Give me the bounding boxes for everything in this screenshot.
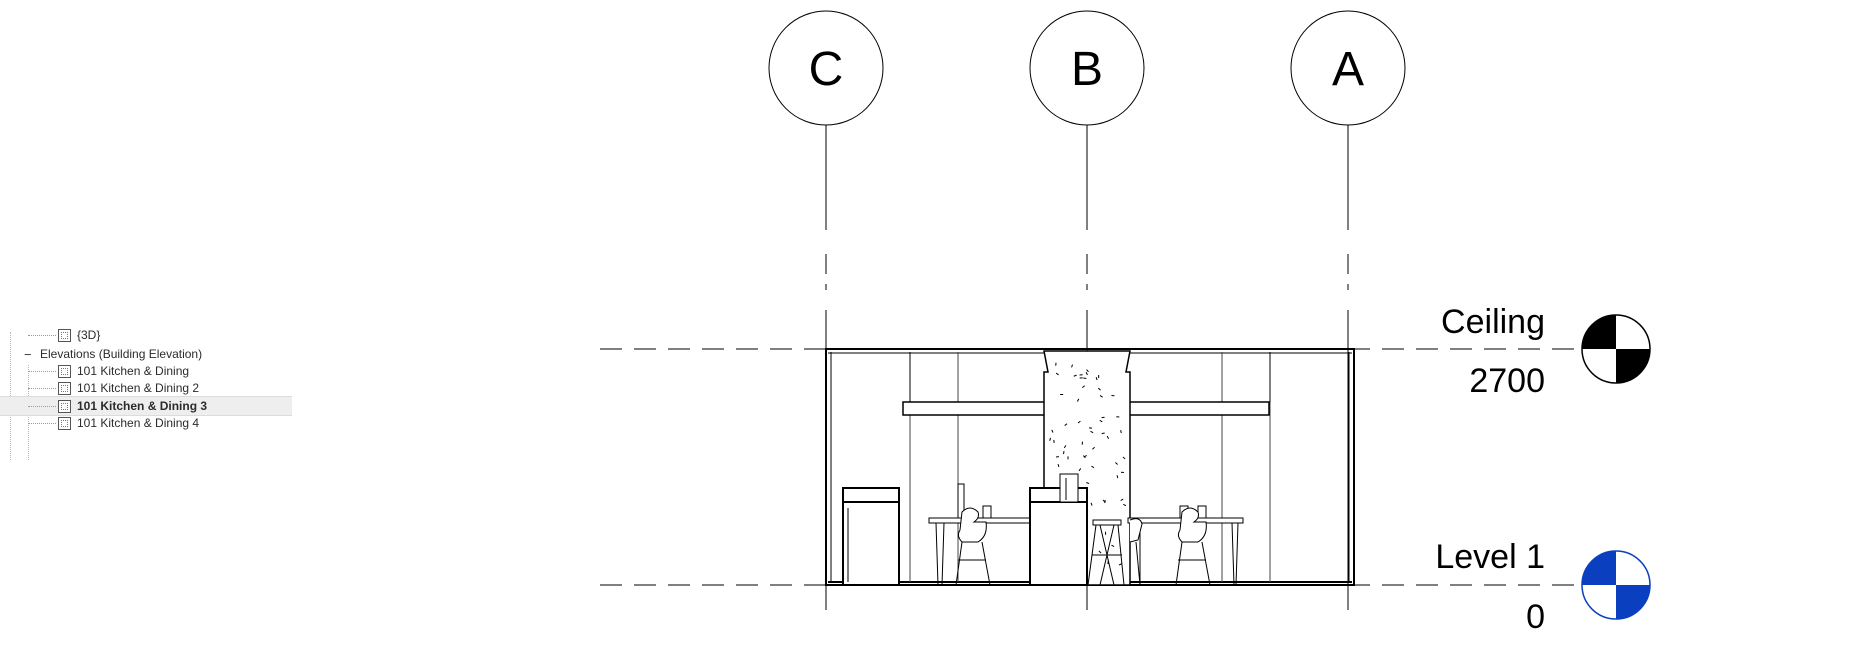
concrete-speckle [1120,430,1122,434]
concrete-speckle [1099,395,1103,398]
concrete-speckle [1090,430,1094,434]
concrete-speckle [1082,385,1086,388]
level-name-ceiling: Ceiling [1441,303,1545,341]
tree-item-label: 101 Kitchen & Dining [77,364,190,378]
tree-connector [28,423,56,424]
concrete-speckle [1086,482,1090,485]
concrete-speckle [1111,544,1115,547]
concrete-speckle [1090,502,1093,506]
bar-stool [955,507,991,586]
refrigerator [842,487,900,586]
elevation-view-icon [58,400,71,413]
tall-cabinet [1029,473,1088,586]
tree-connector [28,388,56,389]
grid-line-a[interactable] [1290,10,1406,610]
tree-group-elevations[interactable]: − Elevations (Building Elevation) [0,345,292,364]
level-elevation-level-1: 0 [1526,598,1545,636]
tree-item-3d-view[interactable]: {3D} [0,326,292,345]
grid-label-c: C [809,43,844,96]
tree-connector [28,406,56,407]
tree-group-label: Elevations (Building Elevation) [40,347,203,361]
concrete-speckle [1073,374,1077,377]
concrete-speckle [1116,475,1119,479]
concrete-speckle [1101,432,1105,435]
concrete-speckle [1097,387,1101,391]
tree-item-elevation-view[interactable]: 101 Kitchen & Dining [0,362,292,381]
elevation-view-icon [58,417,71,430]
concrete-speckle [1076,398,1080,402]
project-browser-tree: {3D} − Elevations (Building Elevation) 1… [0,328,300,470]
tree-item-label: {3D} [77,328,101,342]
elevation-view-icon [58,365,71,378]
concrete-speckle [1115,462,1118,465]
tree-connector [28,371,56,372]
bar-counter-left [928,483,1044,586]
concrete-speckle [1071,364,1073,368]
concrete-speckle [1123,503,1127,507]
concrete-speckle [1064,423,1068,426]
tree-connector [28,335,56,336]
concrete-speckle [1078,468,1082,472]
concrete-speckle [1095,377,1098,381]
concrete-speckle [1063,445,1067,449]
concrete-speckle [1118,563,1122,566]
concrete-speckle [1055,372,1059,376]
tree-item-elevation-view-selected[interactable]: 101 Kitchen & Dining 3 [0,396,292,416]
tall-bar-stool [1087,519,1125,586]
concrete-speckle [1049,437,1052,441]
concrete-speckle [1102,499,1106,503]
concrete-speckle [1120,498,1124,501]
concrete-speckle [1106,435,1109,439]
concrete-speckle [1092,446,1095,450]
level-head-ceiling-icon[interactable] [1581,314,1651,384]
concrete-speckle [1098,550,1102,554]
tree-item-elevation-view[interactable]: 101 Kitchen & Dining 4 [0,414,292,433]
bar-stool [1129,518,1143,586]
view-3d-icon [58,329,71,342]
concrete-speckle [1085,372,1088,376]
grid-label-b: B [1071,43,1103,96]
level-elevation-ceiling: 2700 [1469,362,1545,400]
concrete-speckle [1122,456,1126,460]
tree-item-elevation-view[interactable]: 101 Kitchen & Dining 2 [0,379,292,398]
grid-label-a: A [1332,43,1364,96]
tree-item-label: 101 Kitchen & Dining 4 [77,416,200,430]
elevation-view-icon [58,382,71,395]
tree-item-label: 101 Kitchen & Dining 2 [77,381,200,395]
collapse-minus-icon[interactable]: − [24,347,32,362]
level-name-level-1: Level 1 [1435,538,1545,576]
concrete-speckle [1077,420,1081,424]
bar-stool [1175,507,1211,586]
concrete-speckle [1091,465,1095,469]
concrete-speckle [1051,429,1054,433]
concrete-speckle [1086,369,1089,373]
concrete-speckle [1082,455,1086,459]
concrete-speckle [1099,419,1103,423]
concrete-speckle [1057,463,1060,468]
level-head-level-1-icon[interactable] [1581,550,1651,620]
tree-item-label: 101 Kitchen & Dining 3 [77,399,208,413]
